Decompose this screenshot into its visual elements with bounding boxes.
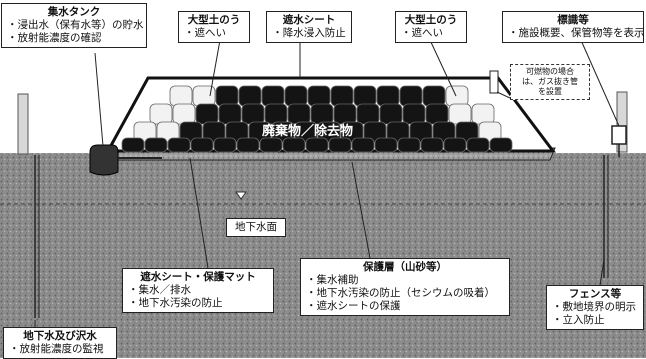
sandbag-left-label: 大型土のう ・遮へい [178, 11, 250, 43]
sandbag-right-label: 大型土のう ・遮へい [395, 11, 467, 43]
waste-bag [307, 85, 331, 107]
monitor-title: 地下水及び沢水 [23, 330, 97, 342]
tank-label: 集水タンク ・浸出水（保有水等）の貯水 ・放射能濃度の確認 [1, 3, 147, 48]
protect-layer-line-3: ・遮水シートの保護 [306, 300, 401, 312]
monitor-line-1: ・放射能濃度の監視 [9, 343, 104, 355]
waste-bag [353, 85, 377, 107]
tank-line-1: ・浸出水（保有水等）の貯水 [7, 19, 144, 31]
cover-sheet-label: 遮水シート ・降水浸入防止 [266, 11, 352, 43]
waste-bag [351, 137, 375, 153]
fence-left [17, 93, 29, 155]
waste-bag [169, 85, 193, 107]
groundwater-marker [235, 191, 247, 200]
waste-bag [420, 137, 444, 153]
waste-bag [402, 103, 426, 125]
fence-label: フェンス等 ・敷地境界の明示 ・立入防止 [546, 285, 644, 330]
waste-bag [448, 103, 472, 125]
groundwater-label: 地下水面 [226, 218, 286, 237]
sandbag-right-title: 大型土のう [404, 14, 458, 26]
fence-title: フェンス等 [568, 288, 622, 300]
waste-bag [422, 85, 446, 107]
protect-layer-line-2: ・地下水汚染の防止（セシウムの吸着） [306, 287, 495, 299]
protect-layer-line-1: ・集水補助 [306, 274, 359, 286]
waste-bag [471, 103, 495, 125]
waste-bag [305, 137, 329, 153]
sign-label: 標識等 ・施設概要、保管物等を表示 [502, 11, 645, 43]
liner-title: 遮水シート・保護マット [140, 271, 256, 283]
waste-bags [121, 85, 513, 153]
waste-label: 廃棄物／除去物 [262, 124, 354, 139]
waste-bag [374, 137, 398, 153]
combustible-line-1: 可燃物の場合 [526, 67, 574, 76]
waste-bag [261, 85, 285, 107]
waste-bag [172, 103, 196, 125]
cover-sheet-line-1: ・降水浸入防止 [272, 27, 346, 39]
sandbag-left-title: 大型土のう [187, 14, 241, 26]
waste-bag [121, 137, 145, 153]
waste-bag [445, 85, 469, 107]
waste-bag [144, 137, 168, 153]
ground [0, 153, 646, 358]
sign-line-1: ・施設概要、保管物等を表示 [508, 27, 645, 39]
waste-bag [213, 137, 237, 153]
waste-bag [330, 85, 354, 107]
protect-layer-label: 保護層（山砂等） ・集水補助 ・地下水汚染の防止（セシウムの吸着） ・遮水シート… [300, 258, 510, 316]
waste-bag [443, 137, 467, 153]
sandbag-right-line-1: ・遮へい [401, 27, 443, 39]
waste-bag [241, 103, 265, 125]
waste-bag [195, 103, 219, 125]
fence-line-2: ・立入防止 [552, 314, 605, 326]
liner-label: 遮水シート・保護マット ・集水／排水 ・地下水汚染の防止 [122, 268, 274, 313]
liner-line-1: ・集水／排水 [128, 284, 191, 296]
waste-bag [399, 85, 423, 107]
collection-tank [89, 144, 119, 176]
liner-line-2: ・地下水汚染の防止 [128, 297, 223, 309]
waste-bag [284, 85, 308, 107]
waste-bag [356, 103, 380, 125]
waste-bag [259, 137, 283, 153]
combustible-line-2: は、ガス抜き管 [522, 77, 578, 86]
sign-board [611, 125, 627, 145]
leader-lines [34, 37, 620, 328]
fence-line-1: ・敷地境界の明示 [552, 301, 636, 313]
waste-bag [218, 103, 242, 125]
gas-vent-pipe [489, 70, 499, 94]
waste-bag [466, 137, 490, 153]
waste-bag [425, 103, 449, 125]
waste-bag [215, 85, 239, 107]
combustible-line-3: を設置 [538, 87, 562, 96]
cover-sheet-title: 遮水シート [282, 14, 336, 26]
waste-bag [489, 137, 513, 153]
protect-layer-title: 保護層（山砂等） [363, 261, 447, 273]
waste-bag [328, 137, 352, 153]
waste-bag [190, 137, 214, 153]
combustible-note: 可燃物の場合 は、ガス抜き管 を設置 [510, 64, 590, 100]
waste-bag [167, 137, 191, 153]
sign-title: 標識等 [557, 14, 589, 26]
tank-line-2: ・放射能濃度の確認 [7, 32, 102, 44]
waste-bag [236, 137, 260, 153]
waste-bag [238, 85, 262, 107]
waste-bag [149, 103, 173, 125]
waste-bag [376, 85, 400, 107]
sandbag-left-line-1: ・遮へい [184, 27, 226, 39]
waste-bag [282, 137, 306, 153]
waste-bag [379, 103, 403, 125]
waste-bag [397, 137, 421, 153]
tank-title: 集水タンク [47, 6, 101, 18]
monitor-label: 地下水及び沢水 ・放射能濃度の監視 [3, 327, 117, 359]
